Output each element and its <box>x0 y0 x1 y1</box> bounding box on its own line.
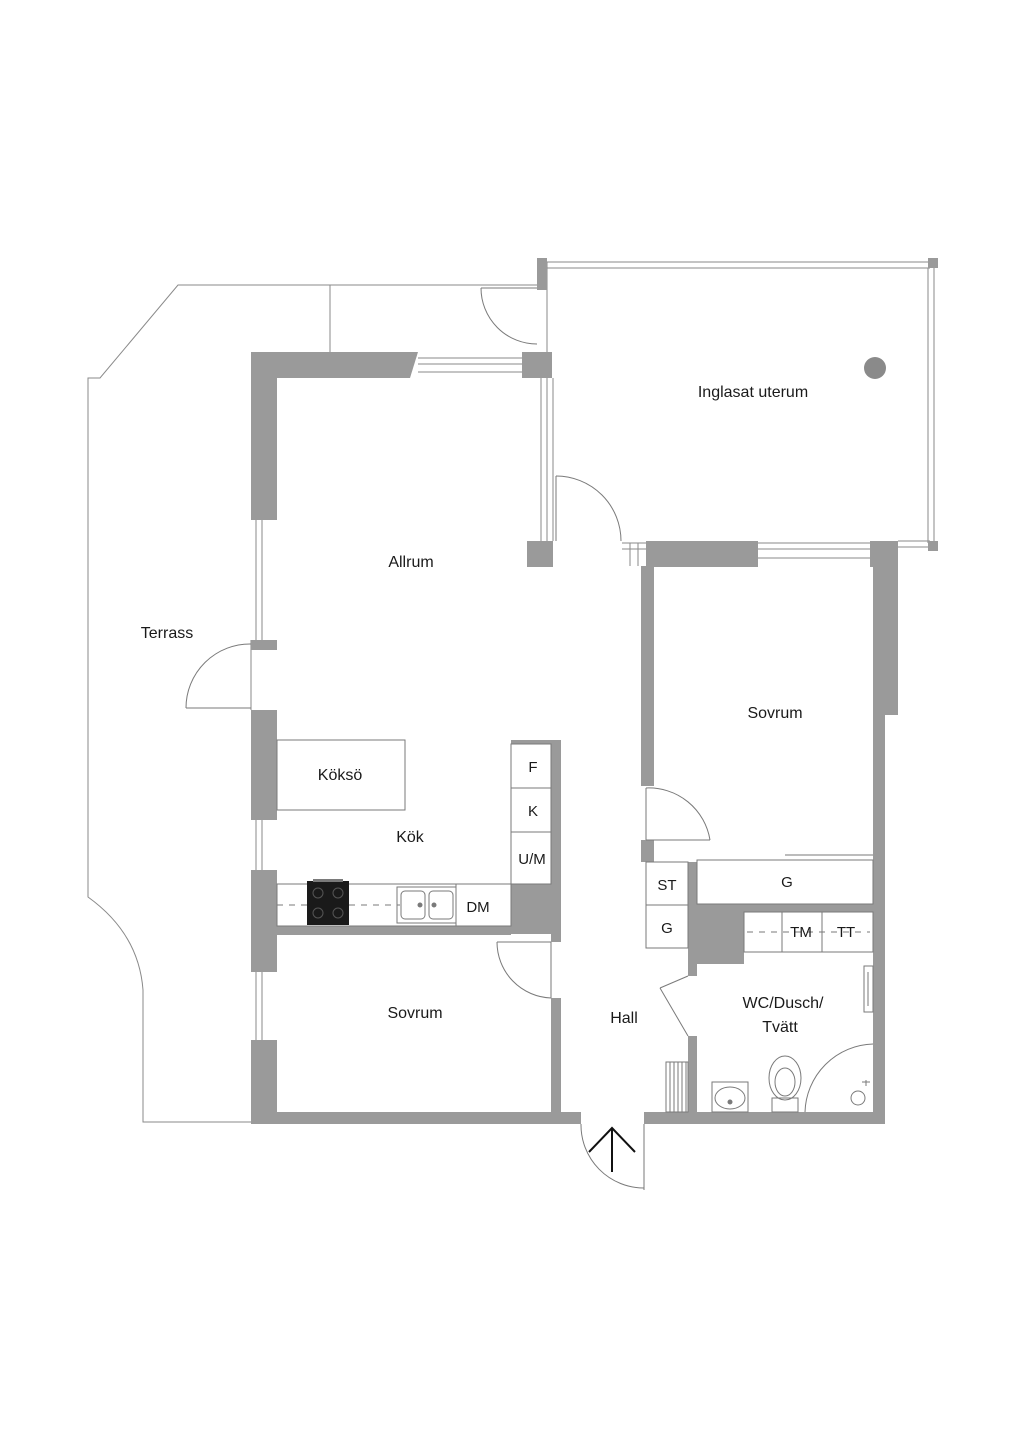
label-washer: TM <box>790 924 812 941</box>
label-wc-line1: WC/Dusch/ <box>743 995 824 1012</box>
entrance-arrow-icon <box>588 1126 636 1172</box>
label-oven-micro: U/M <box>518 851 546 868</box>
label-kok: Kök <box>396 829 425 846</box>
fixture-labels: F K U/M DM ST G G TM TT <box>466 759 855 941</box>
label-sovrum-right: Sovrum <box>747 705 802 722</box>
label-sovrum-left: Sovrum <box>387 1005 442 1022</box>
hall-radiator <box>665 1061 689 1113</box>
kitchen-island <box>276 739 406 811</box>
label-dishwasher: DM <box>466 899 489 916</box>
label-kokso: Köksö <box>318 767 363 784</box>
entrance-door <box>580 1123 645 1190</box>
toilet-icon <box>768 1055 802 1113</box>
bedroom-right-door <box>645 787 711 841</box>
terrace-door <box>185 643 252 709</box>
label-wc-line2: Tvätt <box>762 1019 798 1036</box>
label-wardrobe-hall: G <box>661 920 673 937</box>
bathroom-door <box>659 975 689 1037</box>
walls <box>251 258 938 1124</box>
label-wardrobe-bedroom: G <box>781 874 793 891</box>
shower-curve <box>804 1043 874 1113</box>
stove-icon <box>307 879 349 925</box>
label-fridge: F <box>528 759 537 776</box>
uterum-inner-door <box>555 475 622 542</box>
laundry-counter <box>743 911 874 953</box>
label-storage: ST <box>657 877 676 894</box>
label-allrum: Allrum <box>388 554 433 571</box>
room-labels: Terrass Inglasat uterum Allrum Köksö Kök… <box>141 384 824 1036</box>
floor-drain-icon <box>850 1080 870 1106</box>
washbasin-icon <box>711 1081 749 1113</box>
label-dryer: TT <box>837 924 855 941</box>
kitchen-tall-units <box>510 743 552 885</box>
label-freezer: K <box>528 803 538 820</box>
label-terrass: Terrass <box>141 625 193 642</box>
interior-lines <box>185 287 874 1190</box>
bedroom-left-door <box>496 941 552 999</box>
label-hall: Hall <box>610 1010 638 1027</box>
label-uterum: Inglasat uterum <box>698 384 808 401</box>
uterum-column <box>864 357 886 379</box>
uterum-outer-door <box>480 287 538 345</box>
sink-icon <box>396 886 457 924</box>
